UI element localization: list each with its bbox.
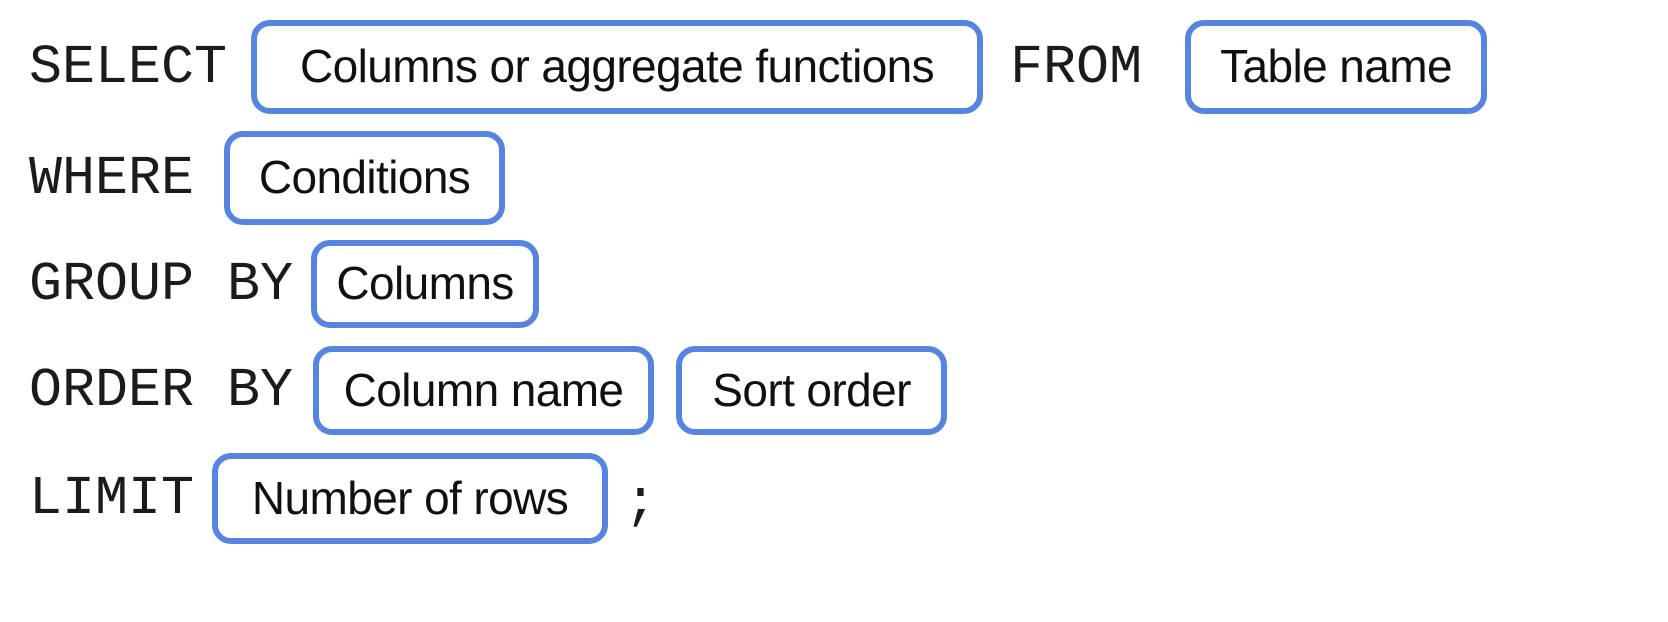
slot-table-name[interactable]: Table name bbox=[1185, 20, 1488, 114]
slot-select-columns[interactable]: Columns or aggregate functions bbox=[251, 20, 984, 114]
slot-limit-number-of-rows[interactable]: Number of rows bbox=[212, 453, 609, 544]
slot-conditions[interactable]: Conditions bbox=[224, 131, 506, 225]
statement-terminator: ; bbox=[624, 471, 658, 534]
slot-table-name-label: Table name bbox=[1220, 40, 1452, 92]
slot-select-columns-label: Columns or aggregate functions bbox=[300, 40, 935, 92]
slot-conditions-label: Conditions bbox=[258, 151, 471, 203]
sql-line-group-by: GROUP BY Columns bbox=[0, 240, 540, 328]
slot-order-by-column-name[interactable]: Column name bbox=[313, 346, 655, 435]
keyword-group-by: GROUP BY bbox=[29, 252, 294, 316]
sql-line-where: WHERE Conditions bbox=[0, 131, 506, 225]
keyword-where: WHERE bbox=[29, 146, 195, 210]
keyword-limit: LIMIT bbox=[29, 467, 195, 530]
sql-line-order-by: ORDER BY Column name Sort order bbox=[0, 346, 948, 435]
slot-sort-order[interactable]: Sort order bbox=[676, 346, 948, 435]
sql-line-select-from: SELECT Columns or aggregate functions FR… bbox=[0, 20, 1488, 114]
keyword-from: FROM bbox=[1010, 35, 1143, 99]
slot-limit-number-of-rows-label: Number of rows bbox=[251, 471, 569, 524]
keyword-select: SELECT bbox=[29, 35, 228, 99]
sql-line-limit: LIMIT Number of rows ; bbox=[0, 453, 657, 544]
slot-group-by-columns[interactable]: Columns bbox=[311, 240, 540, 328]
slot-group-by-columns-label: Columns bbox=[336, 257, 514, 309]
slot-sort-order-label: Sort order bbox=[712, 363, 911, 416]
keyword-order-by: ORDER BY bbox=[29, 359, 294, 422]
slot-order-by-column-name-label: Column name bbox=[343, 363, 624, 416]
